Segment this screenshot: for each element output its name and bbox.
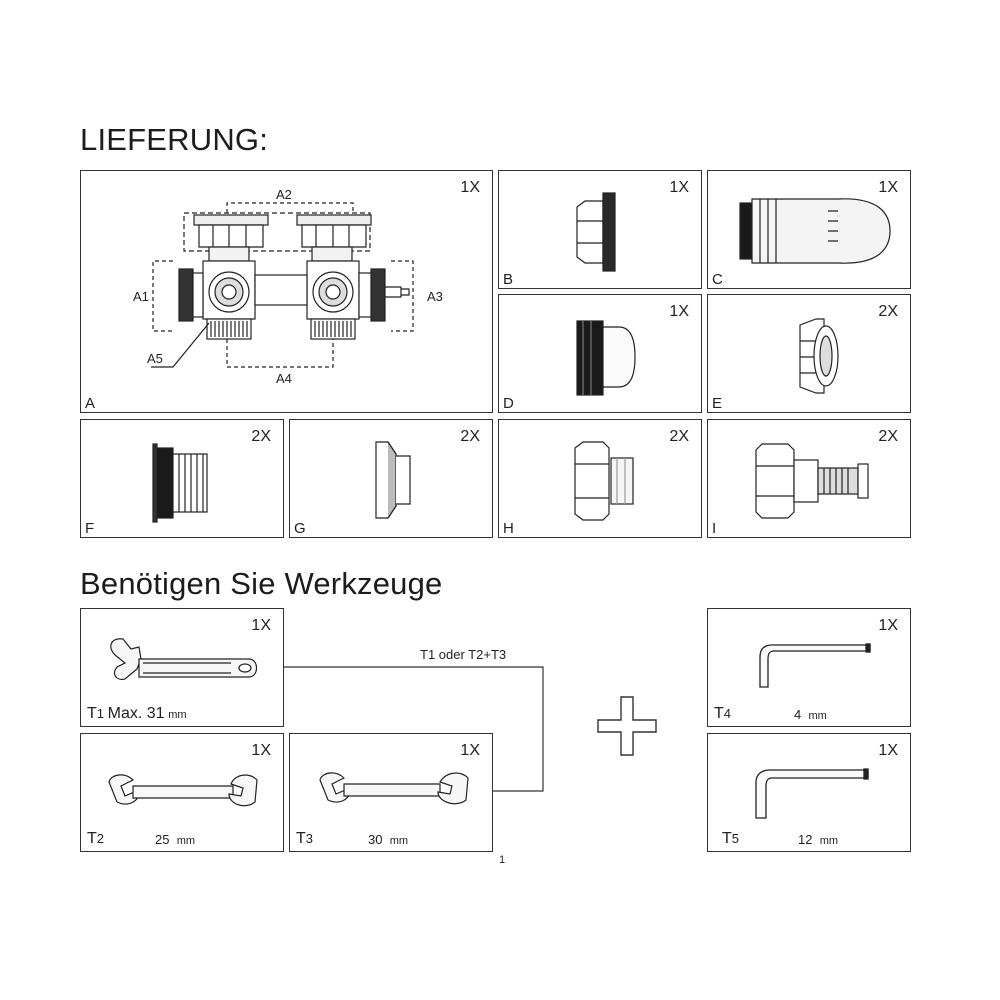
adjustable-wrench-drawing <box>110 638 258 680</box>
cap-drawing <box>576 320 636 396</box>
tool-t4-code: T4 <box>714 705 732 722</box>
adapter-drawing <box>576 192 616 272</box>
part-a-panel: A2 A1 A3 A4 A5 1X A <box>80 170 493 413</box>
tool-t1-quantity: 1X <box>251 617 271 634</box>
compression-fitting-drawing <box>574 441 634 521</box>
part-g-panel: 2X G <box>289 419 493 538</box>
part-b-panel: 1X B <box>498 170 702 289</box>
open-end-wrench-25-drawing <box>108 774 258 807</box>
part-i-label: I <box>712 520 717 537</box>
tool-t5-code: T5 <box>722 830 740 847</box>
part-c-panel: 1X C <box>707 170 911 289</box>
dim-a2: A2 <box>276 187 292 202</box>
part-h-quantity: 2X <box>669 428 689 445</box>
part-d-quantity: 1X <box>669 303 689 320</box>
tool-t2-code: T2 <box>87 830 105 847</box>
pex-fitting-drawing <box>755 443 869 519</box>
part-f-label: F <box>85 520 95 537</box>
tool-t4-quantity: 1X <box>878 617 898 634</box>
part-a-quantity: 1X <box>460 179 480 196</box>
part-c-quantity: 1X <box>878 179 898 196</box>
part-b-label: B <box>503 271 514 288</box>
valve-block-drawing <box>151 202 414 368</box>
tool-t4-panel: 1X T4 4 mm <box>707 608 911 727</box>
part-b-quantity: 1X <box>669 179 689 196</box>
tool-t2-panel: 1X T2 25 mm <box>80 733 284 852</box>
tool-t5-panel: 1X T5 12 mm <box>707 733 911 852</box>
part-e-panel: 2X E <box>707 294 911 413</box>
part-g-label: G <box>294 520 306 537</box>
hex-key-4mm-drawing <box>759 643 871 688</box>
tool-t2-size: 25 mm <box>155 832 196 847</box>
seal-ring-drawing <box>375 441 411 519</box>
tool-t1-panel: 1X T1 Max. 31 mm <box>80 608 284 727</box>
tool-t2-quantity: 1X <box>251 742 271 759</box>
part-f-panel: 2X F <box>80 419 284 538</box>
tool-t3-size: 30 mm <box>368 832 409 847</box>
tool-t5-size: 12 mm <box>798 832 839 847</box>
part-i-quantity: 2X <box>878 428 898 445</box>
hex-key-12mm-drawing <box>755 768 869 819</box>
open-end-wrench-30-drawing <box>319 772 469 805</box>
heading-delivery: LIEFERUNG: <box>80 122 269 157</box>
part-i-panel: 2X I <box>707 419 911 538</box>
union-nut-drawing <box>799 318 839 394</box>
tool-t3-code: T3 <box>296 830 314 847</box>
part-d-label: D <box>503 395 514 412</box>
part-a-label: A <box>85 395 96 412</box>
threaded-nipple-drawing <box>152 443 208 523</box>
connector-label: T1 oder T2+T3 <box>420 647 507 662</box>
tool-t3-quantity: 1X <box>460 742 480 759</box>
tool-t5-quantity: 1X <box>878 742 898 759</box>
page-number: 1 <box>499 854 506 866</box>
part-h-panel: 2X H <box>498 419 702 538</box>
part-e-label: E <box>712 395 723 412</box>
part-e-quantity: 2X <box>878 303 898 320</box>
tool-t1-caption: T1 Max. 31 mm <box>87 705 187 722</box>
dim-a4: A4 <box>276 371 292 386</box>
part-d-panel: 1X D <box>498 294 702 413</box>
dim-a3: A3 <box>427 289 443 304</box>
part-f-quantity: 2X <box>251 428 271 445</box>
part-g-quantity: 2X <box>460 428 480 445</box>
tool-t3-panel: 1X T3 30 mm <box>289 733 493 852</box>
plus-sign <box>597 696 657 756</box>
dim-a5: A5 <box>147 351 163 366</box>
thermostat-head-drawing <box>739 198 891 264</box>
heading-tools: Benötigen Sie Werkzeuge <box>80 566 443 601</box>
tool-t4-size: 4 mm <box>794 707 827 722</box>
part-c-label: C <box>712 271 723 288</box>
dim-a1: A1 <box>133 289 149 304</box>
part-h-label: H <box>503 520 514 537</box>
